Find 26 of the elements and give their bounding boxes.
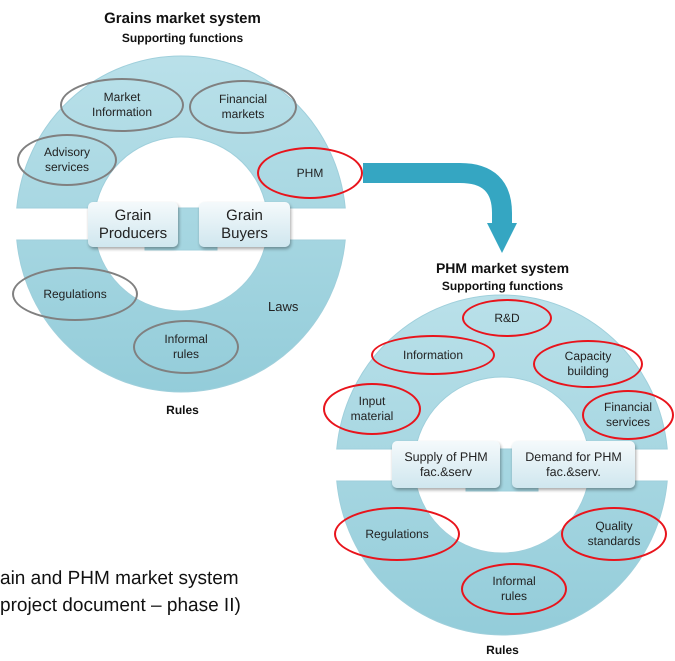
actor-box: Supply of PHM fac.&serv <box>392 441 500 488</box>
caption: ain and PHM market system project document – phase II) <box>0 567 242 618</box>
function-ellipse: Informal rules <box>133 320 239 374</box>
function-ellipse: Capacity building <box>533 340 643 388</box>
system-title: PHM market system <box>434 260 570 276</box>
ring-label: Laws <box>268 299 298 314</box>
actor-box: Grain Buyers <box>199 202 290 247</box>
function-ellipse: Regulations <box>334 507 460 561</box>
function-ellipse: PHM <box>257 147 363 199</box>
system-title: Grains market system <box>103 10 262 27</box>
ring-subtitle: Supporting functions <box>440 279 564 293</box>
arrow <box>363 163 517 253</box>
function-ellipse: Financial markets <box>189 80 297 134</box>
actor-box: Grain Producers <box>88 202 178 247</box>
function-ellipse: Regulations <box>12 267 138 321</box>
function-ellipse: Information <box>371 335 495 375</box>
ring-label: Rules <box>485 643 520 657</box>
function-ellipse: R&D <box>462 299 552 337</box>
ring-subtitle: Supporting functions <box>120 31 244 45</box>
actor-box: Demand for PHM fac.&serv. <box>512 441 635 488</box>
ring-label: Rules <box>165 403 200 417</box>
function-ellipse: Input material <box>323 383 421 435</box>
function-ellipse: Advisory services <box>17 134 117 186</box>
function-ellipse: Market Information <box>60 78 184 132</box>
function-ellipse: Informal rules <box>461 563 567 615</box>
function-ellipse: Quality standards <box>561 507 667 561</box>
